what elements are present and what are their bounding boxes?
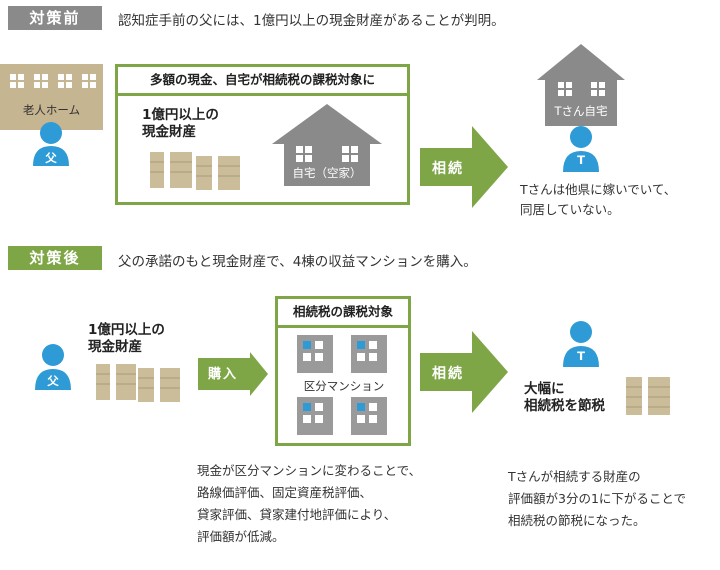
valuation-reduction-note: 現金が区分マンションに変わることで、 路線価評価、固定資産税評価、 貸家評価、貸… xyxy=(197,463,422,544)
t-person-icon-after xyxy=(563,321,599,367)
inherit-arrow-icon xyxy=(420,126,508,208)
taxable-assets-box-header: 多額の現金、自宅が相続税の課税対象に xyxy=(118,67,407,96)
t-person-icon xyxy=(563,126,599,172)
nursing-home-building: 老人ホーム xyxy=(0,64,103,130)
nursing-home-windows-icon xyxy=(10,74,96,88)
tax-saving-note: Tさんが相続する財産の 評価額が3分の1に下がることで 相続税の節税になった。 xyxy=(508,469,687,528)
taxable-condos-box-header: 相続税の課税対象 xyxy=(278,299,408,328)
condo-buildings-icon xyxy=(297,335,387,435)
nursing-home-label: 老人ホーム xyxy=(22,103,81,117)
purchase-arrow-label: 購入 xyxy=(208,367,239,382)
t-person-label-after: T xyxy=(577,349,585,363)
condo-label: 区分マンション xyxy=(289,378,399,394)
cash-stacks-icon-after xyxy=(96,364,180,402)
father-label-after: 父 xyxy=(47,374,59,388)
father-label: 父 xyxy=(45,151,57,165)
t-person-label: T xyxy=(577,153,585,167)
vacant-house-icon xyxy=(272,104,382,186)
after-lead-text: 父の承諾のもと現金財産で、4棟の収益マンションを購入。 xyxy=(118,254,477,270)
tax-saving-result: 大幅に 相続税を節税 xyxy=(524,381,605,414)
father-person-icon xyxy=(33,122,69,166)
purchase-arrow-icon xyxy=(198,352,268,396)
before-lead-text: 認知症手前の父には、1億円以上の現金財産があることが判明。 xyxy=(118,13,505,29)
cash-stacks-icon xyxy=(150,152,240,190)
father-person-icon-after xyxy=(35,344,71,390)
t-residence-note: Tさんは他県に嫁いでいて、 同居していない。 xyxy=(520,182,677,217)
cash-assets-label-after: 1億円以上の 現金財産 xyxy=(88,322,165,355)
inherit-arrow-label: 相続 xyxy=(432,161,464,177)
vacant-house-label: 自宅（空家） xyxy=(292,166,362,180)
cash-stack-icon-after-t xyxy=(626,377,670,415)
inherit-arrow-icon-after xyxy=(420,331,508,413)
cash-assets-label: 1億円以上の 現金財産 xyxy=(142,107,219,140)
before-tag: 対策前 xyxy=(8,6,102,30)
taxable-condos-box: 相続税の課税対象 xyxy=(275,296,411,446)
t-house-label: Tさん自宅 xyxy=(554,104,608,118)
t-house-icon xyxy=(537,44,625,126)
inherit-arrow-label-after: 相続 xyxy=(432,366,464,382)
after-tag: 対策後 xyxy=(8,246,102,270)
